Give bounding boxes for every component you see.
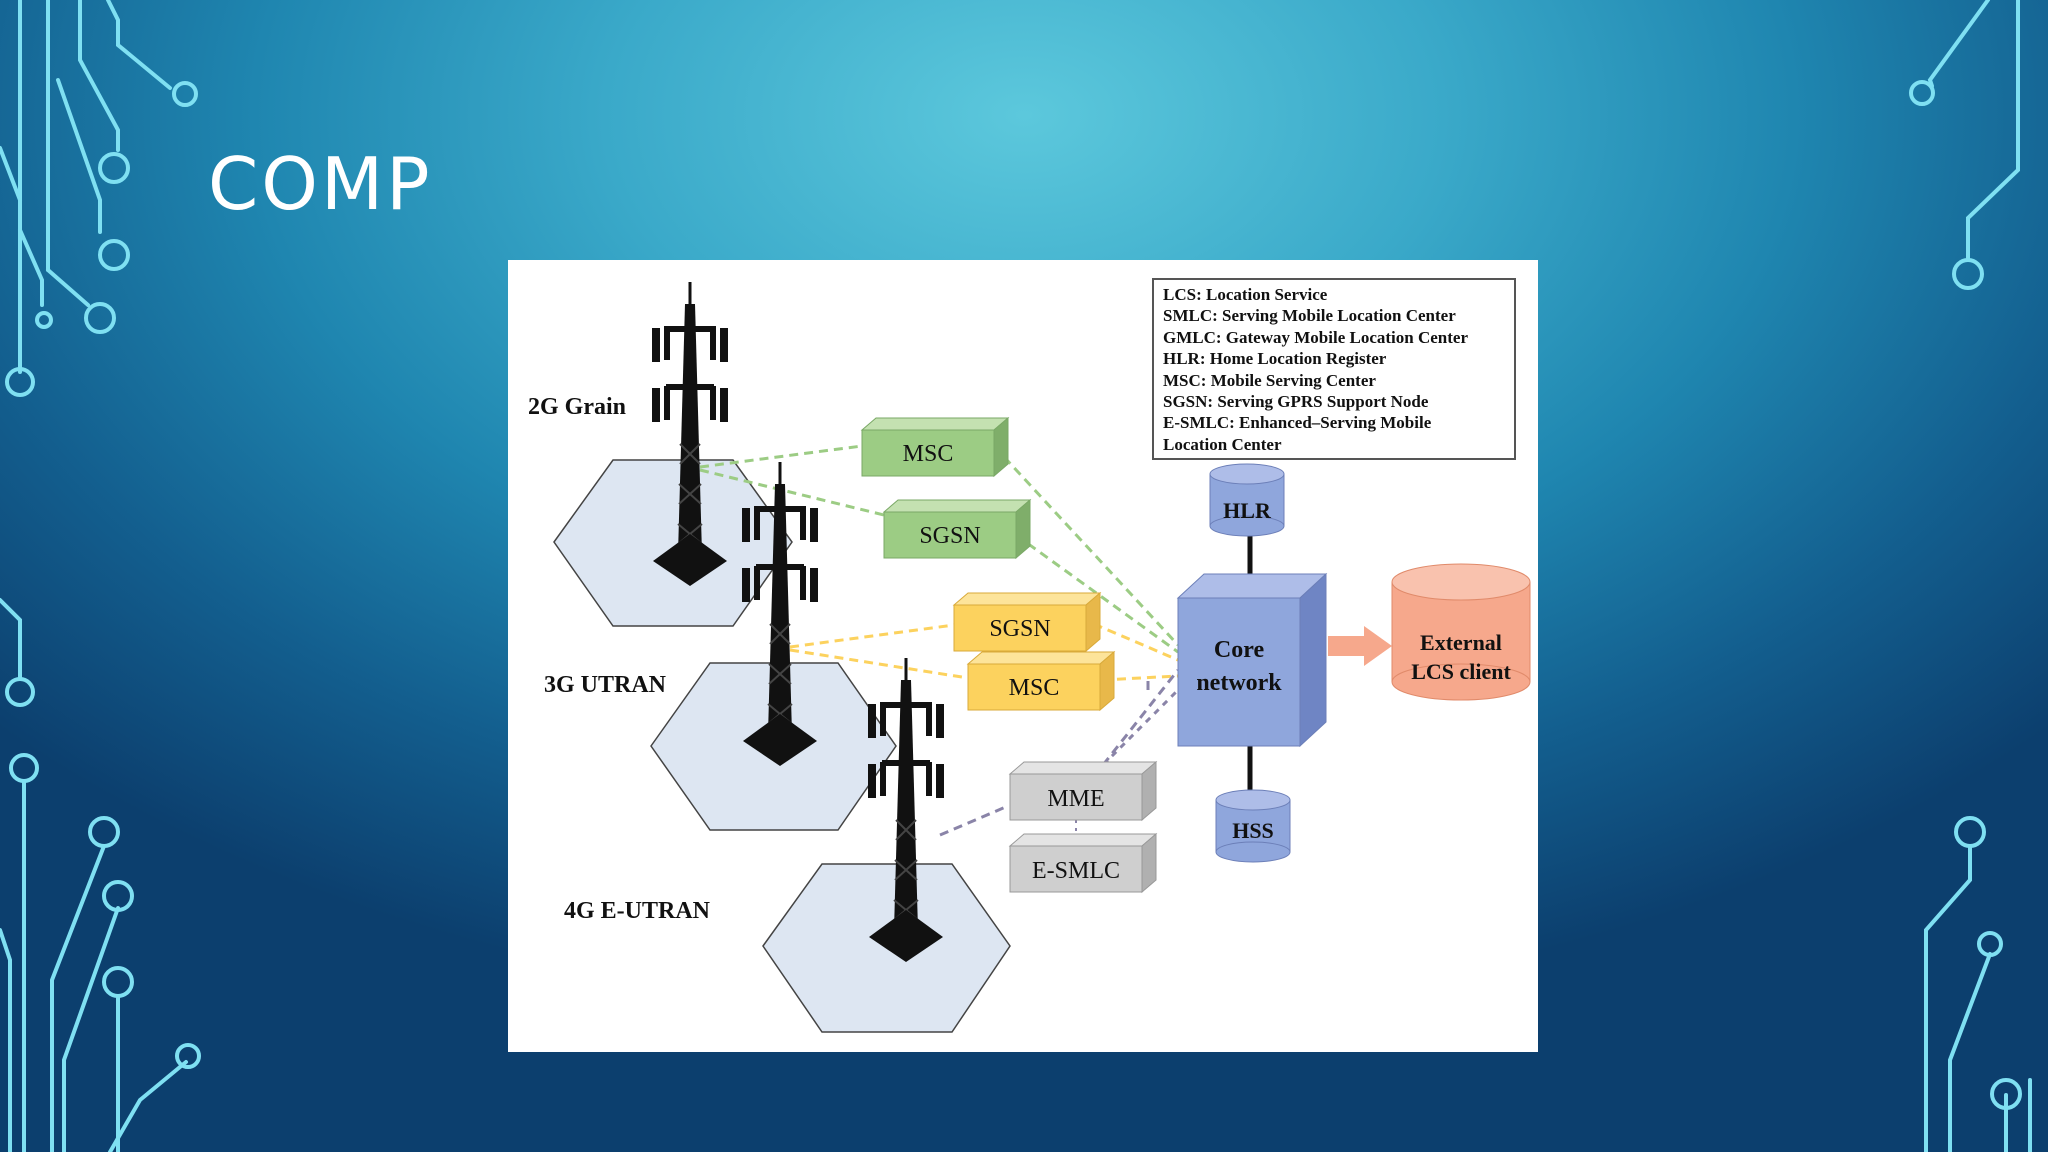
node-sgsn-3g: SGSN xyxy=(952,591,1102,653)
core-network-line2: network xyxy=(1196,670,1282,696)
tier-label-2g: 2G Grain xyxy=(528,394,626,420)
tier-label-4g: 4G E-UTRAN xyxy=(564,898,711,924)
circuit-bottom-left xyxy=(0,753,201,1152)
node-esmlc: E-SMLC xyxy=(1008,832,1158,894)
node-hss-label: HSS xyxy=(1232,818,1274,843)
connection-lines xyxy=(699,444,1180,837)
circuit-top-left xyxy=(0,0,198,397)
node-hlr-label: HLR xyxy=(1223,498,1272,523)
arrow-core-to-external xyxy=(1328,626,1392,666)
legend-item: MSC: Mobile Serving Center xyxy=(1163,370,1376,390)
slide-title: COMP xyxy=(208,142,433,226)
tier-label-3g: 3G UTRAN xyxy=(544,672,667,698)
circuit-mid-left xyxy=(0,598,35,707)
node-sgsn-2g: SGSN xyxy=(882,498,1032,560)
cell-hexagon-2g xyxy=(553,459,793,627)
node-esmlc-label: E-SMLC xyxy=(1032,858,1120,884)
node-msc-3g: MSC xyxy=(966,650,1116,712)
external-client-line1: External xyxy=(1420,630,1502,655)
node-external-lcs-client: External LCS client xyxy=(1391,563,1531,701)
node-core-network: Core network xyxy=(1176,572,1328,748)
abbreviation-legend: LCS: Location Service SMLC: Serving Mobi… xyxy=(1152,278,1516,460)
diagram-canvas: 2G Grain 3G UTRAN 4G E-UTRAN MSC SGSN SG… xyxy=(528,280,1531,1033)
external-client-line2: LCS client xyxy=(1411,659,1511,684)
lcs-architecture-figure: 2G Grain 3G UTRAN 4G E-UTRAN MSC SGSN SG… xyxy=(508,260,1538,1052)
node-msc-2g: MSC xyxy=(860,416,1010,478)
node-hlr: HLR xyxy=(1209,463,1285,537)
node-msc-2g-label: MSC xyxy=(903,441,954,467)
legend-item: Location Center xyxy=(1163,434,1282,454)
legend-item: LCS: Location Service xyxy=(1163,285,1328,304)
node-mme-label: MME xyxy=(1047,786,1104,812)
core-network-line1: Core xyxy=(1214,637,1265,663)
node-hss: HSS xyxy=(1215,789,1291,863)
legend-item: SMLC: Serving Mobile Location Center xyxy=(1163,306,1456,326)
legend-item: HLR: Home Location Register xyxy=(1163,349,1387,369)
circuit-top-right xyxy=(1909,0,2020,290)
node-sgsn-2g-label: SGSN xyxy=(919,523,980,549)
node-msc-3g-label: MSC xyxy=(1009,675,1060,701)
legend-item: E-SMLC: Enhanced–Serving Mobile xyxy=(1163,413,1432,433)
circuit-bottom-right xyxy=(1924,816,2032,1152)
node-mme: MME xyxy=(1008,760,1158,822)
node-sgsn-3g-label: SGSN xyxy=(989,616,1050,642)
legend-item: SGSN: Serving GPRS Support Node xyxy=(1163,392,1429,412)
legend-item: GMLC: Gateway Mobile Location Center xyxy=(1163,327,1468,347)
